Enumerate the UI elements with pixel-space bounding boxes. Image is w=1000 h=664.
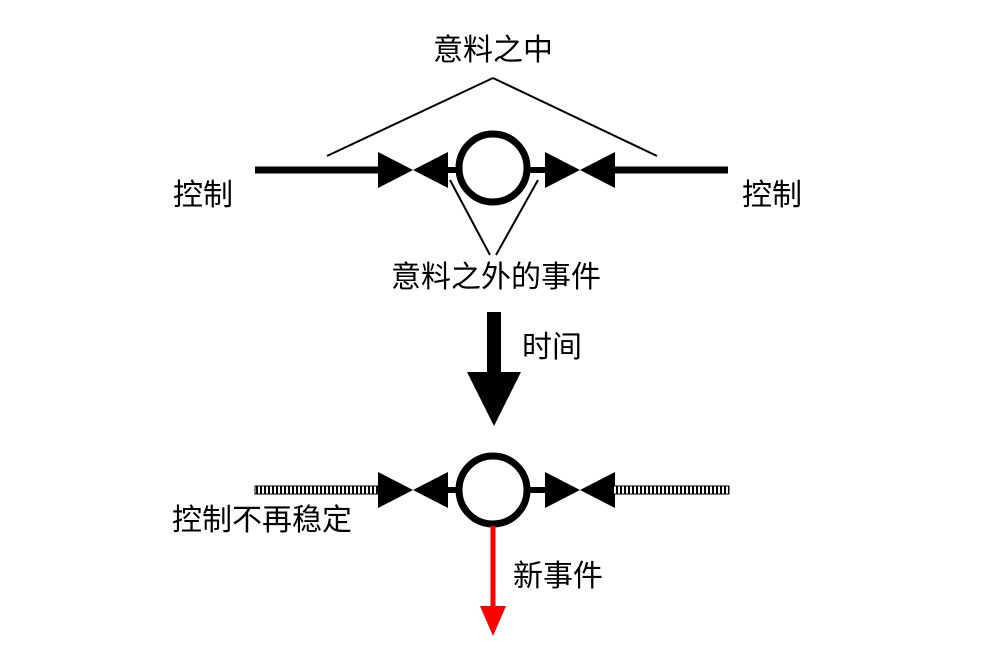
expected-label: 意料之中: [433, 33, 553, 68]
unexpected-event-label: 意料之外的事件: [391, 260, 601, 295]
bottom-left-inner-arrowhead: [413, 472, 448, 508]
right-control-label: 控制: [742, 178, 802, 213]
bottom-right-inner-arrowhead: [545, 472, 580, 508]
unexpected-bracket-left: [449, 179, 491, 256]
time-arrow-shaft: [487, 312, 501, 374]
expected-bracket-left: [326, 77, 494, 157]
left-unstable-line: [254, 485, 381, 495]
unexpected-bracket-right: [495, 179, 539, 256]
time-label: 时间: [522, 330, 582, 365]
unstable-control-label: 控制不再稳定: [172, 503, 352, 538]
left-inner-arrowhead: [413, 152, 448, 188]
right-unstable-line: [611, 485, 730, 495]
top-center-circle: [455, 130, 531, 206]
right-control-arrowhead: [580, 152, 615, 188]
right-inner-arrowhead: [545, 152, 580, 188]
top-diagram: 意料之中 控制 控制 意料之外的事件: [173, 33, 802, 295]
time-arrow-head: [467, 372, 521, 426]
bottom-diagram: 控制不再稳定 新事件: [172, 452, 730, 636]
bottom-right-control-arrowhead: [580, 472, 615, 508]
time-arrow: 时间: [467, 312, 582, 426]
bottom-center-circle: [455, 452, 531, 528]
expected-bracket-right: [492, 77, 658, 157]
new-event-arrow-head: [480, 606, 506, 636]
left-control-arrowhead: [378, 152, 413, 188]
new-event-label: 新事件: [513, 559, 603, 594]
bottom-left-control-arrowhead: [378, 472, 413, 508]
left-control-label: 控制: [173, 178, 233, 213]
